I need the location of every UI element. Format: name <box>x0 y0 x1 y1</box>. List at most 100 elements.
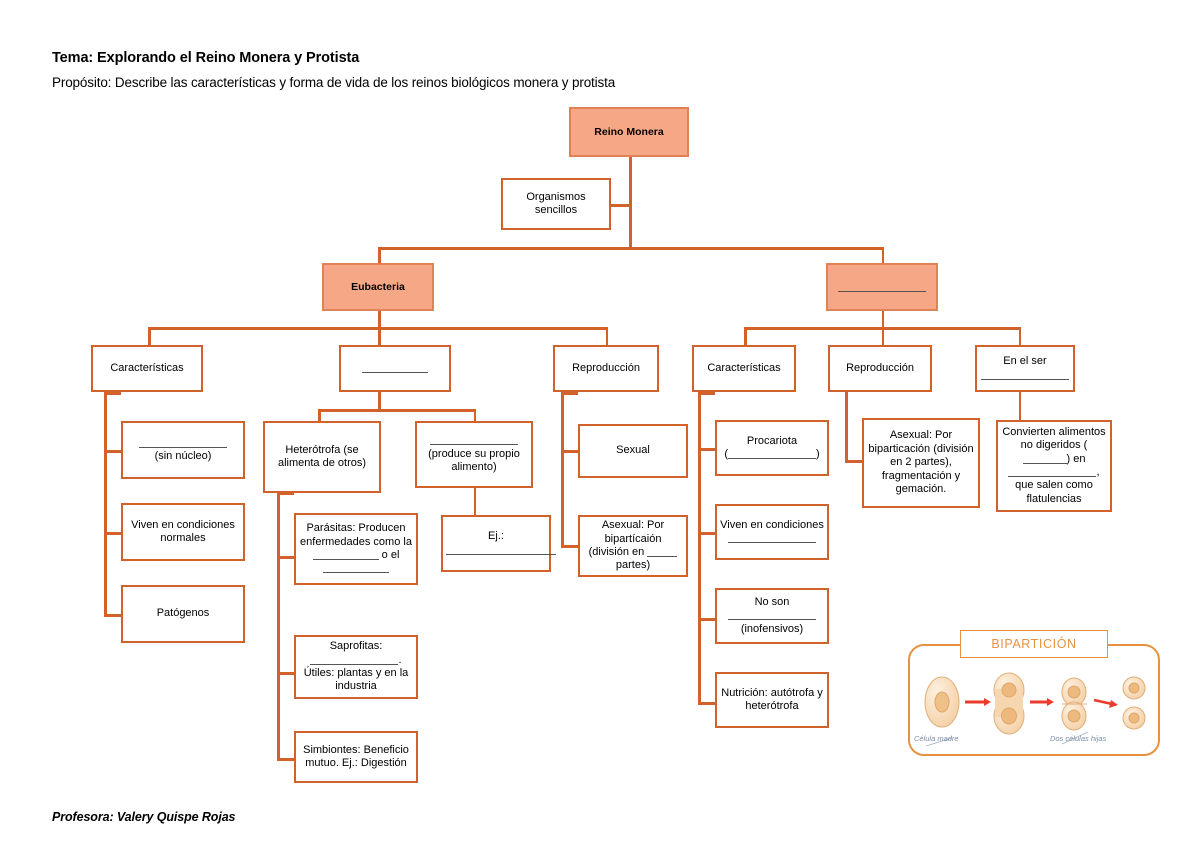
blank-line <box>312 550 379 560</box>
node-asexual-bipartition-right[interactable]: Asexual: Por biparticación (división en … <box>862 418 980 508</box>
page-title: Tema: Explorando el Reino Monera y Proti… <box>52 50 360 66</box>
node-viven-condiciones-blank-label: Viven en condiciones <box>720 519 824 546</box>
blank-line <box>310 654 399 665</box>
node-right-caracteristicas[interactable]: Características <box>692 345 796 392</box>
blank-line <box>981 369 1069 380</box>
connector-eubacteria-drop-2 <box>378 327 381 345</box>
connector-left-carac-stub-2 <box>104 532 121 535</box>
node-right-caracteristicas-label: Características <box>707 361 781 374</box>
node-patogenos[interactable]: Patógenos <box>121 585 245 643</box>
page-subtitle: Propósito: Describe las características … <box>52 75 616 90</box>
connector-hetero-stub-2 <box>277 672 294 675</box>
node-viven-condiciones-normales[interactable]: Viven en condiciones normales <box>121 503 245 561</box>
node-nutricion-autotrofa-heterotrofa[interactable]: Nutrición: autótrofa y heterótrofa <box>715 672 829 728</box>
node-heterotrofa[interactable]: Heterótrofa (se alimenta de otros) <box>263 421 381 493</box>
en-el-ser-text: En el ser <box>1003 355 1047 368</box>
connector-left-repro-spine <box>561 392 564 547</box>
node-left-caracteristicas[interactable]: Características <box>91 345 203 392</box>
node-procariota-label: Procariota () <box>724 434 820 460</box>
connector-right-carac-top <box>698 392 715 395</box>
node-procariota[interactable]: Procariota () <box>715 420 829 476</box>
node-reino-monera-label: Reino Monera <box>594 125 664 138</box>
node-eubacteria-label: Eubacteria <box>351 280 405 293</box>
node-ejemplo[interactable]: Ej.: <box>441 515 556 572</box>
viven-condiciones-text: Viven en condiciones <box>720 518 824 531</box>
connector-right-repro-spine <box>845 392 848 462</box>
node-reino-protista-blank[interactable] <box>826 263 938 311</box>
blank-line <box>446 544 556 555</box>
node-convierten-alimentos-label: Convierten alimentos no digeridos () en … <box>1002 425 1106 505</box>
node-no-son-label: No son (inofensivos) <box>720 596 824 636</box>
node-sexual[interactable]: Sexual <box>578 424 688 478</box>
node-saprofitas-label: Saprofitas: . Útiles: plantas y en la in… <box>303 640 409 693</box>
connector-eubacteria-drop-3 <box>605 327 608 345</box>
blank-line <box>1008 467 1097 477</box>
connector-right-enelser-down <box>1018 392 1021 420</box>
connector-left-nutri-down <box>378 392 381 409</box>
node-sin-nucleo[interactable]: (sin núcleo) <box>121 421 245 479</box>
node-left-nutricion-blank[interactable] <box>339 345 451 392</box>
node-asexual-bipartition-right-label: Asexual: Por biparticación (división en … <box>868 429 974 496</box>
connector-left-carac-stub-1 <box>104 450 121 453</box>
connector-hetero-stub-3 <box>277 758 294 761</box>
connector-right-carac-stub-3 <box>698 618 715 621</box>
node-reino-monera[interactable]: Reino Monera <box>569 107 689 157</box>
connector-left-carac-top <box>104 392 121 395</box>
node-simbiontes-label: Simbiontes: Beneficio mutuo. Ej.: Digest… <box>303 743 409 769</box>
node-no-son[interactable]: No son (inofensivos) <box>715 588 829 644</box>
connector-right-repro-stub <box>845 460 862 463</box>
connector-hetero-stub-1 <box>277 556 294 559</box>
blank-line <box>362 362 428 373</box>
connector-left-nutri-drop-2 <box>473 409 476 421</box>
blank-line <box>139 437 227 448</box>
node-right-en-el-ser-label: En el ser <box>980 355 1070 382</box>
connector-hetero-top <box>277 492 294 495</box>
sin-nucleo-caption: (sin núcleo) <box>154 450 212 462</box>
node-convierten-alimentos[interactable]: Convierten alimentos no digeridos () en … <box>996 420 1112 512</box>
connector-left-carac-stub-3 <box>104 614 121 617</box>
procariota-text: Procariota <box>746 434 798 447</box>
node-reino-protista-blank-line <box>831 281 933 294</box>
node-left-reproduccion-label: Reproducción <box>572 361 640 374</box>
node-right-reproduccion-label: Reproducción <box>846 361 914 374</box>
node-eubacteria[interactable]: Eubacteria <box>322 263 434 311</box>
connector-left-nutri-drop-1 <box>318 409 321 421</box>
blank-line <box>647 547 678 557</box>
node-patogenos-label: Patógenos <box>156 607 210 620</box>
blank-line <box>728 610 816 621</box>
connector-right-carac-stub-1 <box>698 448 715 451</box>
node-autotrofa-label: (produce su propio alimento) <box>420 434 528 474</box>
connector-left-repro-top <box>561 392 578 395</box>
node-left-nutricion-blank-line <box>344 362 446 375</box>
node-left-reproduccion[interactable]: Reproducción <box>553 345 659 392</box>
node-parasitas[interactable]: Parásitas: Producen enfermedades como la… <box>294 513 418 585</box>
connector-left-repro-stub-1 <box>561 450 578 453</box>
node-parasitas-label: Parásitas: Producen enfermedades como la… <box>299 522 413 576</box>
connector-root-down <box>629 156 632 247</box>
node-viven-condiciones-blank[interactable]: Viven en condiciones <box>715 504 829 560</box>
node-viven-condiciones-normales-label: Viven en condiciones normales <box>131 518 235 544</box>
connector-rightking-drop-1 <box>744 327 747 345</box>
node-right-en-el-ser[interactable]: En el ser <box>975 345 1075 392</box>
connector-left-nutri-bus <box>318 409 476 412</box>
node-asexual-bipartition-left[interactable]: Asexual: Por bipartícaión (división en p… <box>578 515 688 577</box>
connector-right-carac-spine <box>698 392 701 704</box>
footer-teacher: Profesora: Valery Quispe Rojas <box>52 810 236 824</box>
connector-level1-bus <box>378 247 884 250</box>
node-ejemplo-label: Ej.: <box>446 530 556 557</box>
node-autotrofa-blank[interactable]: (produce su propio alimento) <box>415 421 533 488</box>
connector-right-carac-stub-2 <box>698 532 715 535</box>
connector-level1-right-drop <box>881 247 884 264</box>
connector-organismos-stub <box>611 204 631 207</box>
blank-line <box>323 563 389 574</box>
connector-rightking-down <box>881 310 884 328</box>
node-saprofitas[interactable]: Saprofitas: . Útiles: plantas y en la in… <box>294 635 418 699</box>
connector-left-repro-stub-2 <box>561 545 578 548</box>
ejemplo-text: Ej.: <box>488 530 504 543</box>
node-organismos-sencillos[interactable]: Organismos sencillos <box>501 178 611 230</box>
blank-line <box>728 449 816 459</box>
caption-celula-madre: Célula madre <box>914 734 959 743</box>
node-simbiontes[interactable]: Simbiontes: Beneficio mutuo. Ej.: Digest… <box>294 731 418 783</box>
node-right-reproduccion[interactable]: Reproducción <box>828 345 932 392</box>
